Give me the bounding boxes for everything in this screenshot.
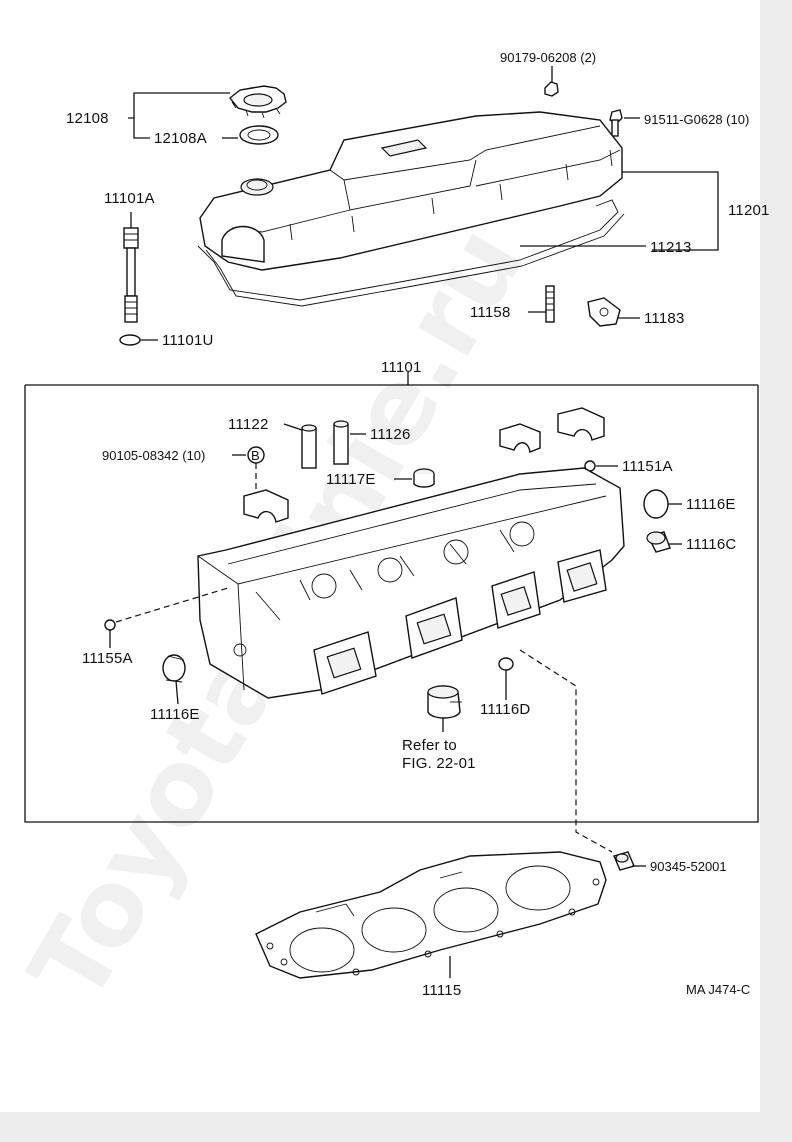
valve-guide-11126[interactable] bbox=[333, 420, 349, 465]
refer-part[interactable] bbox=[427, 685, 462, 719]
camshaft-bearing-cap-left[interactable] bbox=[243, 489, 289, 523]
label-11101a: 11101A bbox=[104, 190, 155, 207]
label-91511: 91511-G0628 (10) bbox=[644, 112, 749, 127]
label-90345: 90345-52001 bbox=[650, 859, 727, 874]
exhaust-port-2 bbox=[405, 597, 463, 659]
oil-filler-cap[interactable] bbox=[229, 85, 287, 119]
exhaust-port-3 bbox=[491, 571, 541, 629]
camshaft-bearing-cap-right[interactable] bbox=[557, 407, 605, 441]
label-11151a: 11151A bbox=[622, 458, 673, 475]
nut-90179[interactable] bbox=[544, 81, 559, 97]
label-11101u: 11101U bbox=[162, 332, 214, 349]
stud-bolt-11101a[interactable] bbox=[123, 227, 139, 323]
plug-11116e-left[interactable] bbox=[162, 654, 186, 683]
label-11116e-left: 11116E bbox=[150, 706, 200, 723]
exhaust-port-1 bbox=[313, 631, 377, 695]
label-11116d: 11116D bbox=[480, 701, 530, 718]
label-11201: 11201 bbox=[728, 202, 770, 219]
head-bolt-90345[interactable] bbox=[613, 851, 635, 871]
plug-11155a[interactable] bbox=[104, 619, 116, 631]
label-12108a: 12108A bbox=[154, 130, 207, 147]
b-mark: B bbox=[251, 448, 260, 463]
oil-filler-cap-gasket[interactable] bbox=[239, 125, 279, 145]
refer-note-line2: FIG. 22-01 bbox=[402, 755, 476, 772]
label-11213: 11213 bbox=[650, 239, 692, 256]
stud-washer-11101u[interactable] bbox=[119, 334, 141, 346]
label-11122: 11122 bbox=[228, 416, 269, 433]
label-11116e-right: 11116E bbox=[686, 496, 736, 513]
label-11158: 11158 bbox=[470, 304, 511, 321]
label-90105: 90105-08342 (10) bbox=[102, 448, 205, 463]
figure-code: MA J474-C bbox=[686, 982, 750, 997]
sub-assembly-box bbox=[24, 384, 759, 823]
label-11183: 11183 bbox=[644, 310, 685, 327]
plug-11117e[interactable] bbox=[413, 468, 435, 488]
refer-note-line1: Refer to bbox=[402, 737, 457, 754]
label-12108: 12108 bbox=[66, 110, 109, 127]
bolt-91511[interactable] bbox=[609, 109, 623, 137]
stud-11158[interactable] bbox=[545, 285, 555, 323]
label-11116c: 11116C bbox=[686, 536, 736, 553]
label-11115: 11115 bbox=[422, 982, 461, 999]
label-11117e: 11117E bbox=[326, 471, 376, 488]
plug-11116e-right[interactable] bbox=[643, 489, 669, 519]
label-11126: 11126 bbox=[370, 426, 411, 443]
leader-12108 bbox=[128, 92, 230, 119]
cylinder-head-cover[interactable] bbox=[199, 111, 623, 271]
plug-90105[interactable]: B bbox=[247, 446, 265, 464]
head-cover-gasket[interactable] bbox=[197, 199, 625, 307]
cylinder-head[interactable] bbox=[197, 467, 625, 699]
label-90179: 90179-06208 (2) bbox=[500, 50, 596, 65]
label-11155a: 11155A bbox=[82, 650, 133, 667]
label-11101: 11101 bbox=[381, 359, 422, 376]
cylinder-head-gasket[interactable] bbox=[255, 851, 607, 979]
plug-11116c[interactable] bbox=[646, 531, 671, 553]
engine-hanger-11183[interactable] bbox=[587, 297, 621, 327]
plug-11116d[interactable] bbox=[498, 657, 514, 671]
exhaust-port-4 bbox=[557, 549, 607, 603]
valve-guide-11122[interactable] bbox=[301, 424, 317, 469]
camshaft-bearing-cap-mid[interactable] bbox=[499, 423, 541, 453]
